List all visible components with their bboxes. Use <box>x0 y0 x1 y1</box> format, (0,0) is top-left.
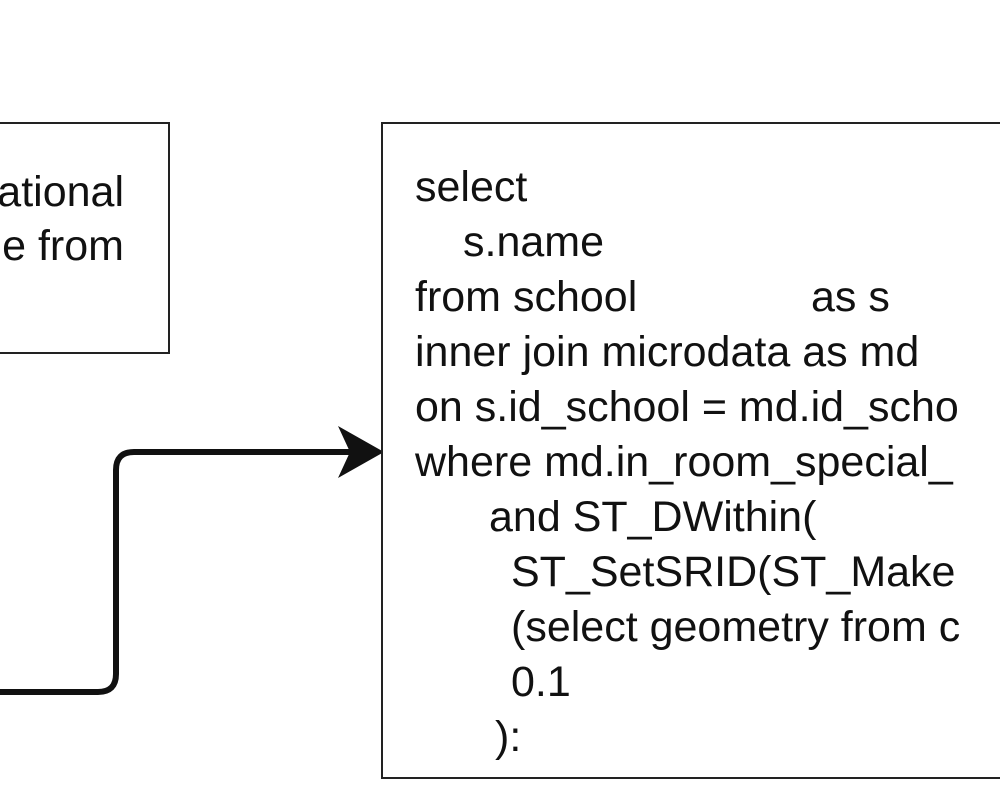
sql-line-5: on s.id_school = md.id_scho <box>415 383 959 431</box>
sql-line-6: where md.in_room_special_ <box>415 438 953 486</box>
sql-line-9: (select geometry from c <box>511 603 961 651</box>
sql-line-10: 0.1 <box>511 658 571 706</box>
source-node: ational e from <box>0 122 170 354</box>
sql-line-2: s.name <box>463 218 605 266</box>
sql-query-node: select s.name from school as s inner joi… <box>381 122 1000 779</box>
sql-line-1: select <box>415 163 528 211</box>
connector-line <box>0 449 352 695</box>
sql-line-3-alias: as s <box>811 273 890 321</box>
source-node-text-line-1: ational <box>0 168 124 216</box>
sql-line-3: from school <box>415 273 638 321</box>
sql-line-8: ST_SetSRID(ST_Make <box>511 548 956 596</box>
sql-line-11: ): <box>495 713 522 761</box>
source-node-text-line-2: e from <box>2 222 124 270</box>
sql-line-7: and ST_DWithin( <box>489 493 817 541</box>
arrow-head <box>338 426 384 478</box>
sql-line-4: inner join microdata as md <box>415 328 920 376</box>
